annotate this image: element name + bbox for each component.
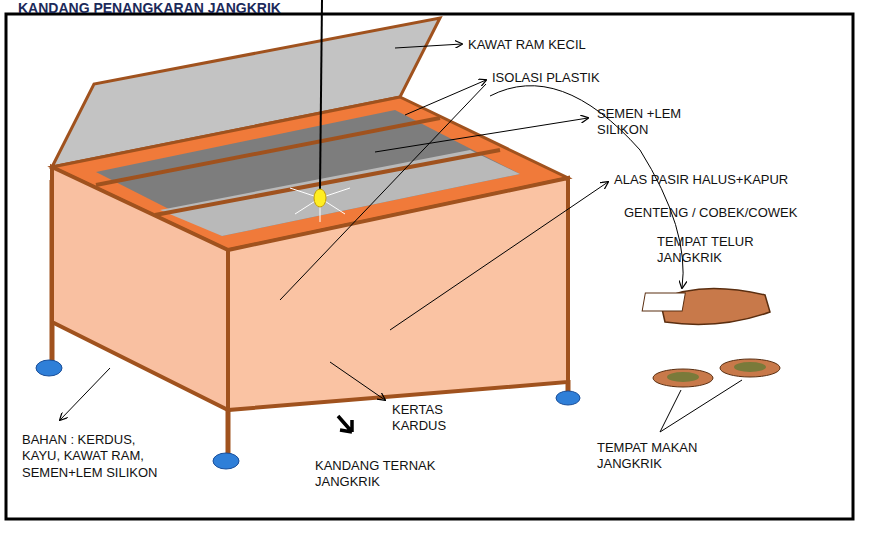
picture-frame (6, 14, 853, 519)
callout-label: KANDANG TERNAK JANGKRIK (315, 458, 465, 491)
callout-label: TEMPAT MAKAN JANGKRIK (597, 440, 719, 473)
callout-label: TEMPAT TELUR JANGKRIK (657, 234, 779, 267)
cardboard-side (52, 167, 228, 410)
egg-tray-hole (642, 293, 685, 311)
bold-arrow (338, 416, 352, 432)
callout-label: KERTAS KARDUS (392, 402, 464, 435)
lamp-wire (320, 0, 322, 190)
lamp-bulb (314, 189, 326, 207)
diagram-title: KANDANG PENANGKARAN JANGKRIK (18, 0, 281, 16)
callout-label: BAHAN : KERDUS, KAYU, KAWAT RAM, SEMEN+L… (22, 432, 172, 481)
food-dishes (653, 359, 780, 387)
callout-label: ALAS PASIR HALUS+KAPUR (614, 172, 814, 188)
callout-label: GENTENG / COBEK/COWEK (624, 205, 824, 221)
callout-label: ISOLASI PLASTIK (492, 70, 662, 86)
cardboard-front (228, 178, 568, 410)
leader-lines (60, 44, 742, 432)
lamp-rays (290, 188, 350, 222)
callout-label: SEMEN +LEM SILIKON (597, 106, 709, 139)
callout-label: KAWAT RAM KECIL (468, 37, 638, 53)
